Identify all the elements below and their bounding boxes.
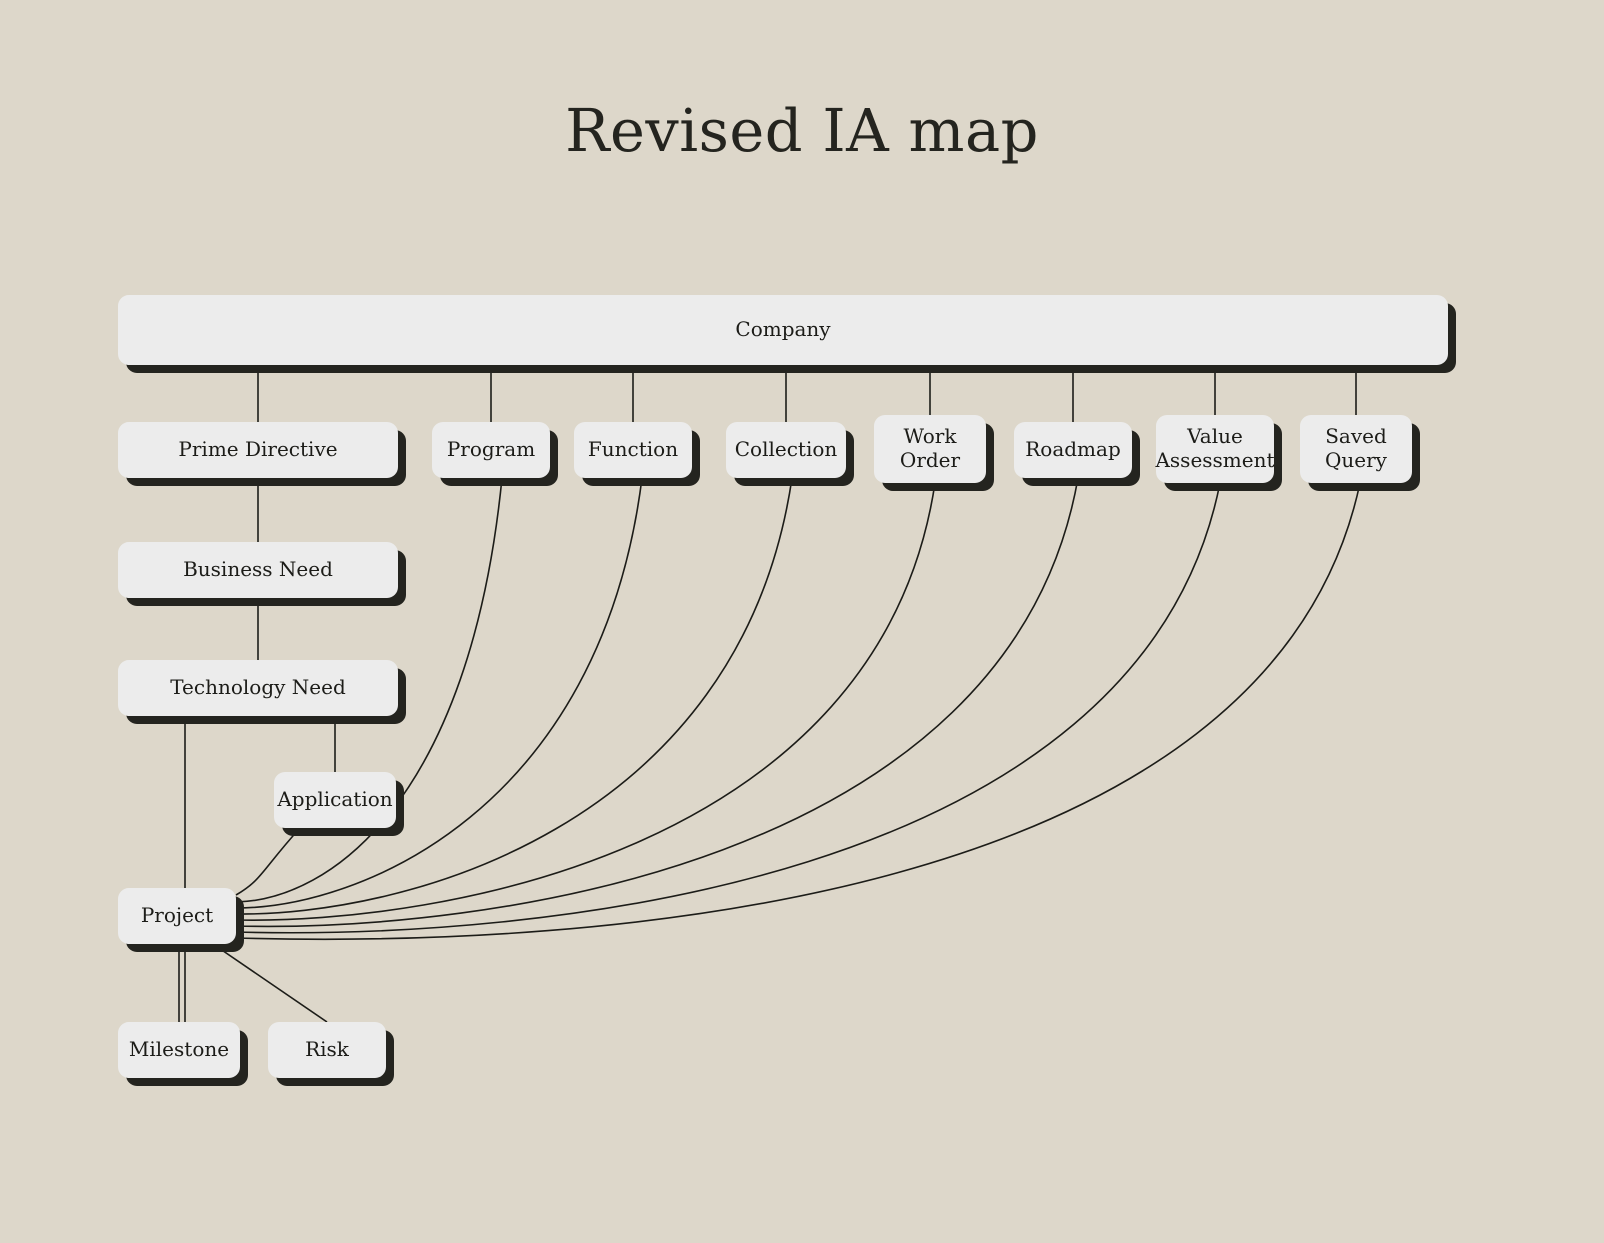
node-prime-directive[interactable]: Prime Directive [118,422,398,478]
page-title: Revised IA map [565,96,1039,165]
edge-saved-query-to-project [235,482,1361,941]
node-label-milestone: Milestone [128,1037,230,1062]
node-label-work-order: Work Order [899,424,961,472]
node-label-risk: Risk [305,1037,349,1062]
node-label-prime-directive: Prime Directive [178,437,338,462]
node-technology-need[interactable]: Technology Need [118,660,398,716]
node-collection[interactable]: Collection [726,422,846,478]
node-value-assessment[interactable]: Value Assessment [1155,415,1275,483]
node-label-roadmap: Roadmap [1025,437,1121,462]
edge-application-to-project [235,827,301,896]
node-label-collection: Collection [734,437,838,462]
node-project[interactable]: Project [118,888,236,944]
node-function[interactable]: Function [574,422,692,478]
node-risk[interactable]: Risk [268,1022,386,1078]
node-application[interactable]: Application [274,772,396,828]
node-label-business-need: Business Need [183,557,333,582]
edge-project-to-risk [212,943,328,1023]
node-saved-query[interactable]: Saved Query [1300,415,1412,483]
node-label-value-assessment: Value Assessment [1155,424,1275,472]
node-label-company: Company [735,317,831,342]
node-label-project: Project [140,903,214,928]
node-program[interactable]: Program [432,422,550,478]
node-label-technology-need: Technology Need [170,675,346,700]
node-label-program: Program [446,437,536,462]
node-work-order[interactable]: Work Order [874,415,986,483]
node-label-saved-query: Saved Query [1325,424,1387,472]
node-roadmap[interactable]: Roadmap [1014,422,1132,478]
node-milestone[interactable]: Milestone [118,1022,240,1078]
node-label-function: Function [587,437,679,462]
node-business-need[interactable]: Business Need [118,542,398,598]
node-company[interactable]: Company [118,295,1448,365]
node-label-application: Application [277,787,393,812]
